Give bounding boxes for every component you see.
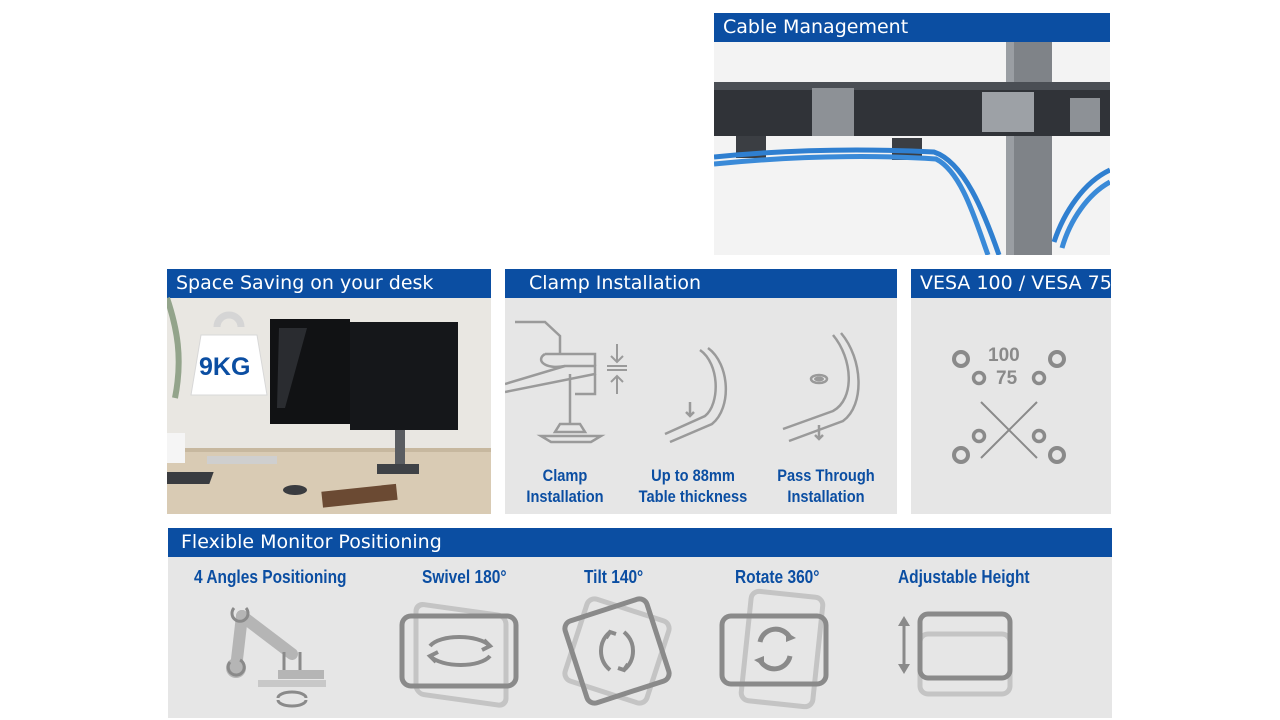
cable-management-title: Cable Management [714,13,1110,42]
tilt-label: Tilt 140° [584,567,644,587]
height-icon [898,611,1013,697]
rotate-icon [719,588,829,710]
swivel-label: Swivel 180° [422,567,507,587]
space-saving-panel: Space Saving on your desk 9KG [167,269,491,514]
space-saving-title: Space Saving on your desk [167,269,491,298]
clamp-label-line1: Clamp [542,466,588,485]
clamp-installation-icon [505,320,627,444]
vesa-pattern-icon [952,350,1066,464]
vesa-title: VESA 100 / VESA 75 [911,269,1111,298]
weight-icon [190,311,268,396]
tilt-icon [562,596,672,706]
vesa-100-label: 100 [988,345,1020,366]
flexible-title: Flexible Monitor Positioning [168,528,1112,557]
rotate-label: Rotate 360° [735,567,820,587]
pass-through-icon [782,332,860,443]
clamp-label-line2: Installation [526,487,604,506]
thickness-label-line1: Up to 88mm [651,466,735,485]
clamp-panel: Clamp Installation [505,269,897,514]
clamp-title: Clamp Installation [505,269,897,298]
flexible-panel: Flexible Monitor Positioning 4 Angles Po… [168,528,1112,718]
vesa-panel: VESA 100 / VESA 75 100 75 [911,269,1111,514]
arm-angles-icon [226,607,326,708]
desk-photo [167,297,491,514]
table-thickness-icon [664,346,727,444]
pass-through-label-line2: Installation [787,487,865,506]
height-label: Adjustable Height [898,567,1030,587]
thickness-label-line2: Table thickness [638,487,748,506]
cable-management-photo [714,42,1110,255]
pass-through-label-line1: Pass Through [777,466,875,485]
swivel-icon [399,602,519,708]
weight-badge-text: 9KG [199,353,251,381]
angles-label: 4 Angles Positioning [194,567,347,587]
vesa-75-label: 75 [996,368,1018,389]
cable-management-panel: Cable Management [714,13,1110,255]
